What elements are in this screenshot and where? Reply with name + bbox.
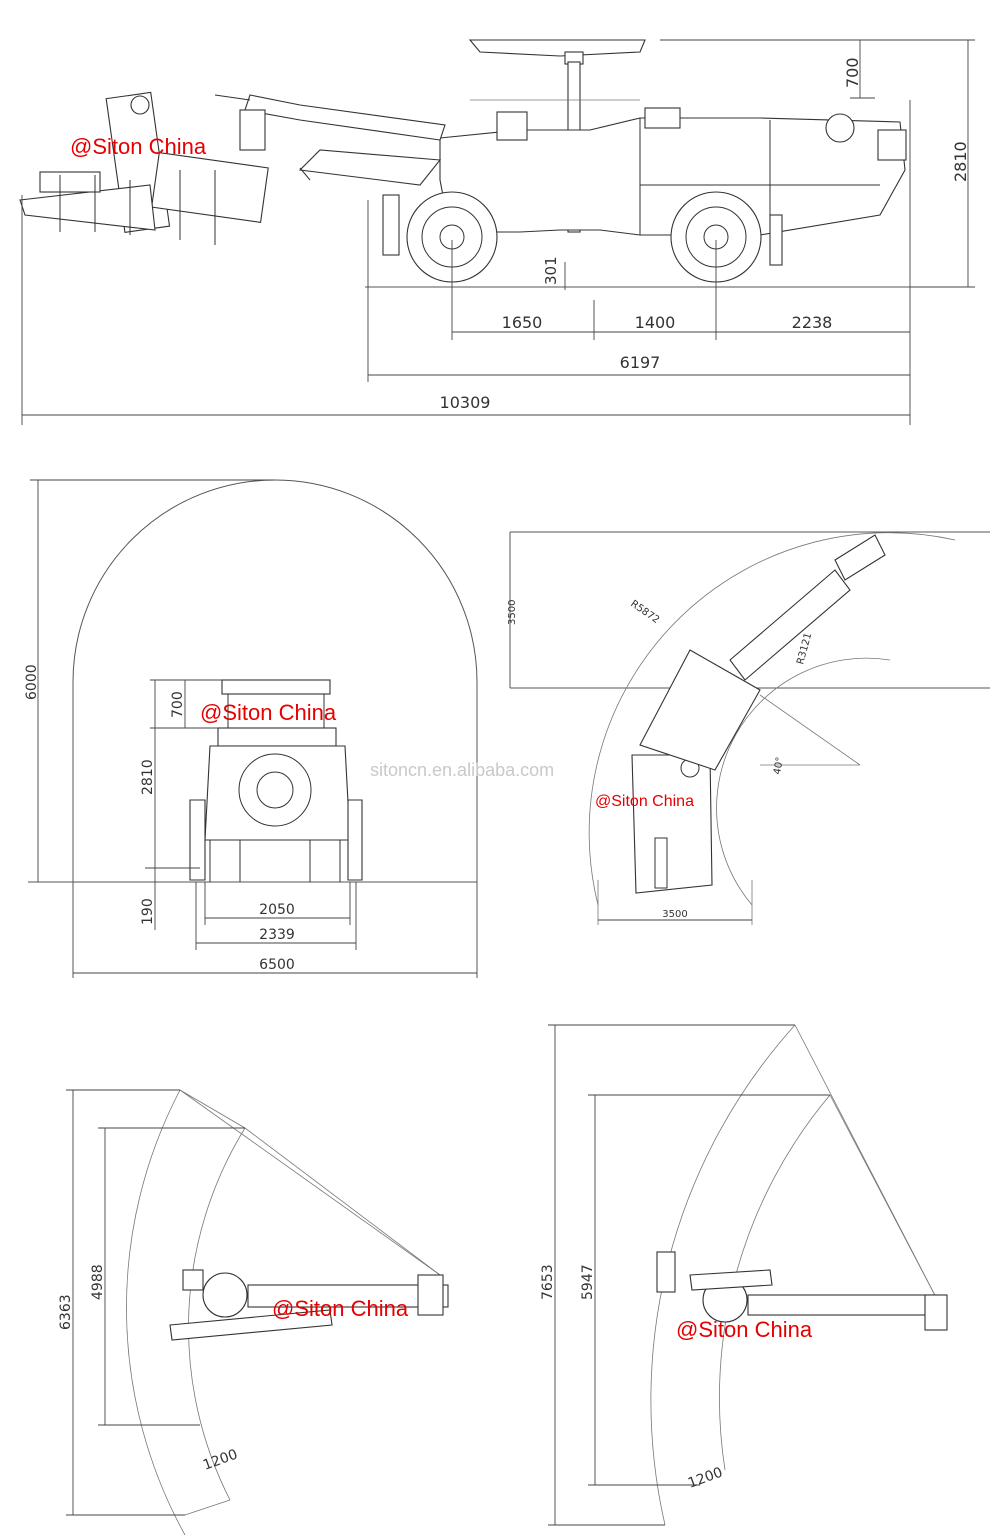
coverage-left-view: 6363 4988 1200 @Siton China bbox=[58, 1089, 449, 1535]
right-outrigger bbox=[347, 799, 363, 881]
inner-turn-arc bbox=[716, 657, 891, 906]
left-outrigger bbox=[189, 799, 206, 881]
arc-end-line bbox=[184, 1499, 231, 1516]
machine-boom bbox=[247, 1284, 449, 1308]
front-top-frame bbox=[217, 727, 337, 747]
dim-label-lane-bottom: 3500 bbox=[662, 909, 687, 920]
watermark-front: @Siton China bbox=[200, 700, 337, 725]
cable-drum bbox=[877, 129, 907, 161]
turn-boom bbox=[729, 569, 851, 681]
turn-front-body bbox=[639, 649, 761, 771]
dim-label-outer-radius: R5872 bbox=[628, 598, 661, 626]
hose-reel bbox=[825, 113, 855, 143]
dim-label-inner-height: 4988 bbox=[90, 1264, 106, 1300]
turning-view: 3500 R5872 R3121 40° 3500 sitoncn.en.ali… bbox=[370, 531, 990, 925]
dim-label-ground-clearance: 301 bbox=[542, 256, 560, 285]
side-view: 700 2810 301 1650 1400 2238 6197 10309 @… bbox=[19, 39, 975, 425]
arc-end-line bbox=[179, 1089, 246, 1129]
engine-hood bbox=[644, 107, 681, 129]
machine-drill-head bbox=[924, 1294, 948, 1331]
dim-label-wheelbase: 1400 bbox=[635, 313, 676, 332]
front-outrigger bbox=[382, 194, 400, 256]
dim-label-roof: 700 bbox=[170, 691, 186, 718]
dim-label-total-height: 2810 bbox=[951, 141, 970, 182]
front-roof bbox=[221, 679, 331, 695]
angle-ray bbox=[759, 694, 861, 766]
coverage-ray bbox=[829, 1094, 941, 1306]
site-watermark: sitoncn.en.alibaba.com bbox=[370, 760, 554, 780]
dim-label-machine-height: 2810 bbox=[140, 759, 156, 795]
front-drill-head bbox=[238, 753, 312, 827]
machine-boom bbox=[747, 1294, 939, 1316]
dim-label-clearance: 190 bbox=[140, 898, 156, 925]
roof-canopy bbox=[468, 39, 646, 57]
dim-label-body-width: 2339 bbox=[259, 927, 295, 943]
watermark-turning: @Siton China bbox=[595, 793, 694, 810]
dim-label-inner-radius: R3121 bbox=[795, 632, 814, 666]
dim-label-total-length: 10309 bbox=[440, 393, 491, 412]
turn-drill-head bbox=[834, 534, 886, 581]
machine-turret bbox=[202, 1272, 248, 1318]
outer-coverage-arc bbox=[126, 1089, 186, 1535]
dim-label-track-width: 2050 bbox=[259, 902, 295, 918]
boom-upper bbox=[244, 94, 446, 141]
coverage-right-view: 7653 5947 1200 @Siton China bbox=[540, 1024, 948, 1526]
dim-label-rear-overhang: 2238 bbox=[792, 313, 833, 332]
boom-cylinder bbox=[298, 149, 442, 186]
inner-coverage-arc bbox=[188, 1127, 246, 1501]
watermark-coverage-right: @Siton China bbox=[676, 1317, 813, 1342]
dim-label-roof-height: 700 bbox=[843, 57, 862, 88]
dim-label-lane-top: 3500 bbox=[507, 600, 518, 625]
dim-label-inner-height: 5947 bbox=[580, 1264, 596, 1300]
watermark-coverage-left: @Siton China bbox=[272, 1296, 409, 1321]
boom-link bbox=[214, 94, 311, 181]
turn-engine bbox=[654, 837, 668, 889]
front-drill-hub bbox=[256, 771, 294, 809]
turn-rear-body bbox=[631, 754, 713, 894]
machine-cab bbox=[656, 1251, 676, 1293]
machine-drill-head bbox=[417, 1274, 444, 1316]
dim-label-tunnel-height: 6000 bbox=[24, 664, 40, 700]
machine-rear-arm bbox=[169, 1309, 333, 1341]
cab bbox=[496, 111, 528, 141]
dim-label-band-width: 1200 bbox=[686, 1465, 725, 1492]
drill-head bbox=[19, 91, 269, 245]
dim-label-band-width: 1200 bbox=[201, 1447, 240, 1474]
dim-label-outer-height: 7653 bbox=[540, 1264, 556, 1300]
coverage-ray bbox=[244, 1127, 441, 1276]
rear-wheel bbox=[670, 191, 762, 283]
machine-upper-arm bbox=[689, 1269, 773, 1291]
inner-coverage-arc bbox=[719, 1094, 831, 1471]
watermark-side: @Siton China bbox=[70, 134, 207, 159]
front-view: 6000 700 2810 190 2050 2339 6500 @Siton … bbox=[24, 479, 478, 978]
dim-label-front-axle: 1650 bbox=[502, 313, 543, 332]
dim-label-outer-height: 6363 bbox=[58, 1294, 74, 1330]
front-legs bbox=[209, 840, 341, 882]
machine-cab bbox=[182, 1269, 204, 1291]
rear-outrigger bbox=[769, 214, 783, 266]
dim-label-tunnel-width: 6500 bbox=[259, 957, 295, 973]
front-roof-posts bbox=[227, 694, 325, 728]
dim-label-angle: 40° bbox=[772, 756, 786, 775]
outer-turn-arc bbox=[588, 532, 956, 906]
dim-label-body-length: 6197 bbox=[620, 353, 661, 372]
coverage-ray bbox=[179, 1089, 441, 1276]
